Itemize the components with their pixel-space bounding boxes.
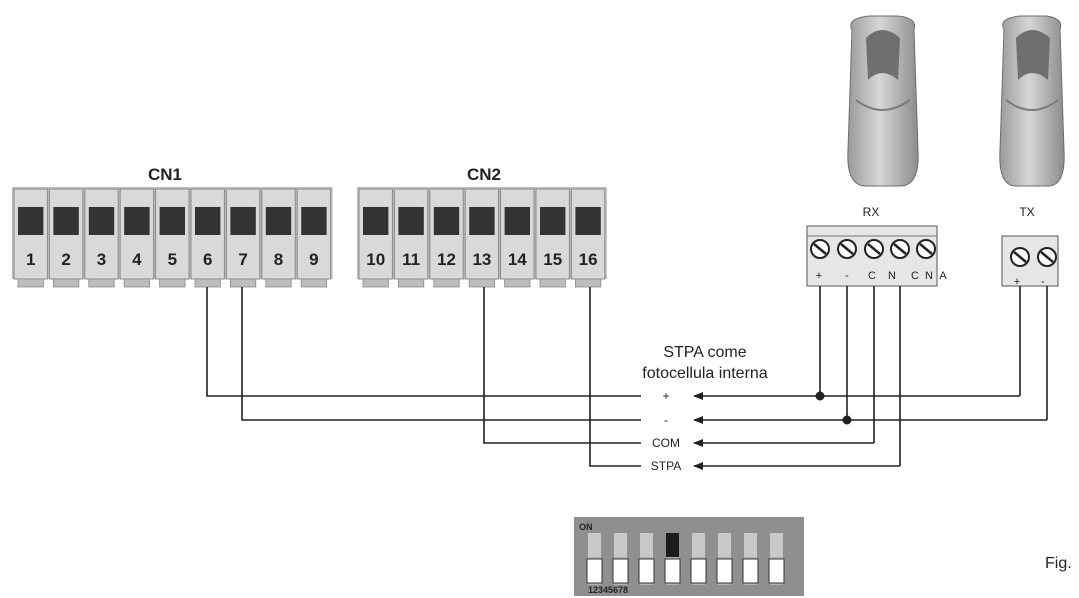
terminal-label-14: 14 [508,250,527,269]
dip-toggle-6 [716,533,733,585]
wire-t7-minus [241,287,641,421]
terminal-label-16: 16 [579,250,598,269]
terminal-label-8: 8 [274,250,283,269]
terminal-1: 1 [13,188,48,288]
tx-pin-plus: + [1014,276,1020,288]
terminal-12: 12 [429,188,464,288]
dip-toggle-8 [768,533,785,585]
photocell-tx [999,15,1065,187]
rx-pin-n: N [888,270,896,282]
dip-numbers: 12345678 [588,585,628,595]
note-line-1: STPA come [663,344,746,361]
wires [206,286,1048,470]
terminal-3: 3 [84,188,119,288]
tx-label: TX [1019,205,1034,219]
rx-label: RX [863,205,880,219]
terminal-label-13: 13 [472,250,491,269]
terminal-label-11: 11 [402,250,420,269]
tx-screw-1 [1010,247,1030,267]
figure-label: Fig. [1045,555,1072,572]
terminal-label-7: 7 [238,250,247,269]
rx-pin-c: C [868,270,876,282]
signal-stpa-label: STPA [651,459,681,473]
terminal-16: 16 [570,188,606,288]
terminal-2: 2 [48,188,84,288]
dip-toggle-5 [690,533,707,585]
terminal-label-4: 4 [132,250,142,269]
wire-t6-plus [206,287,641,397]
terminal-label-3: 3 [97,250,106,269]
rx-screw-5 [916,239,936,259]
rx-pin-c2: C [911,270,919,282]
terminal-6: 6 [190,188,225,288]
dip-toggle-3 [638,533,655,585]
cn2-terminal-block: 10 11 12 13 14 15 16 [357,187,607,288]
rx-pin-n2: N [925,270,933,282]
terminal-14: 14 [500,188,535,288]
dip-toggle-7 [742,533,759,585]
dip-switch: ON 12345678 [574,517,804,596]
terminal-label-12: 12 [437,250,456,269]
terminal-9: 9 [296,188,332,288]
cn1-terminal-block: 1 2 3 4 5 6 7 8 9 [12,187,333,288]
terminal-15: 15 [535,188,570,288]
rx-pin-minus: - [845,270,849,282]
dip-toggle-4 [664,533,681,585]
rx-pin-a: A [939,270,947,282]
terminal-11: 11 [393,188,429,288]
note-line-2: fotocellula interna [642,365,768,382]
terminal-label-6: 6 [203,250,212,269]
terminal-label-1: 1 [26,250,35,269]
terminal-5: 5 [155,188,190,288]
cn2-title: CN2 [467,165,501,184]
junction-plus [815,391,825,401]
terminal-10: 10 [358,188,393,288]
terminal-4: 4 [119,188,155,288]
signal-minus-label: - [664,413,668,427]
terminal-13: 13 [464,188,500,288]
rx-screw-1 [810,239,830,259]
wire-t16-stpa [589,287,641,467]
tx-terminal-block [1001,235,1059,287]
signal-plus-label: + [662,389,669,403]
rx-terminal-block [806,225,938,287]
junction-minus [842,415,852,425]
dip-toggle-2 [612,533,629,585]
dip-toggle-1 [586,533,603,585]
terminal-label-5: 5 [168,250,177,269]
terminal-8: 8 [261,188,296,288]
rx-screw-2 [837,239,857,259]
photocell-rx [847,15,919,187]
terminal-label-15: 15 [543,250,562,269]
terminal-label-10: 10 [366,250,385,269]
dip-on-label: ON [579,522,593,532]
rx-screw-4 [890,239,910,259]
tx-screw-2 [1037,247,1057,267]
tx-pin-minus: - [1041,276,1045,288]
rx-pin-plus: + [816,270,822,282]
wire-t13-com [483,287,641,444]
terminal-7: 7 [225,188,261,288]
rx-screw-3 [864,239,884,259]
signal-com-label: COM [652,436,680,450]
terminal-label-2: 2 [61,250,70,269]
cn1-title: CN1 [148,165,182,184]
terminal-label-9: 9 [309,250,318,269]
